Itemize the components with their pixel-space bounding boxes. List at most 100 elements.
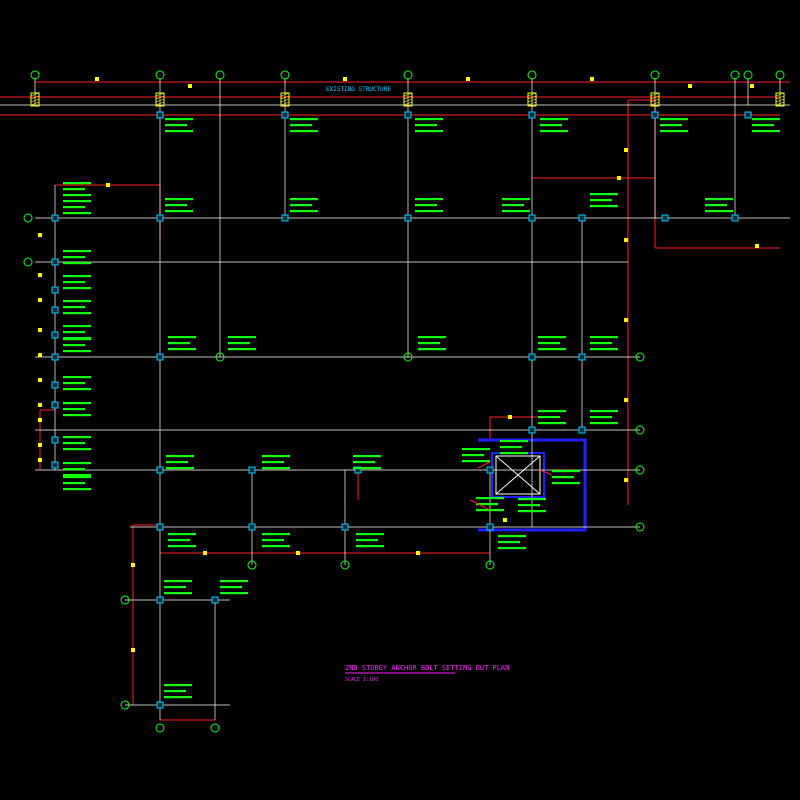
column-marker (51, 401, 59, 409)
dimension-tick (38, 458, 42, 462)
grid-bubble (635, 352, 645, 362)
annotation-line (660, 124, 682, 127)
annotation-line (166, 467, 194, 470)
existing-column (30, 92, 40, 107)
dimension-tick (38, 273, 42, 277)
column-hatch (30, 92, 40, 97)
annotation-line (164, 696, 192, 699)
drawing-scale: SCALE 1:100 (345, 677, 378, 683)
annotation-line (705, 204, 727, 207)
annotation-line (63, 200, 91, 203)
annotation-line (538, 348, 566, 351)
column-hatch (280, 101, 290, 106)
column-marker (51, 331, 59, 339)
annotation-line (418, 336, 446, 339)
existing-column (155, 92, 165, 107)
annotation-line (290, 210, 318, 213)
grid-bubble (485, 560, 495, 570)
dimension-tick (38, 418, 42, 422)
column-hatch (280, 98, 290, 103)
annotation-line (63, 325, 91, 328)
annotation-line (476, 509, 504, 512)
column-marker (51, 306, 59, 314)
column-marker (51, 214, 59, 222)
annotation-line (590, 422, 618, 425)
column-marker (51, 381, 59, 389)
annotation-line (63, 212, 91, 215)
annotation-line (590, 205, 618, 208)
column-marker (156, 214, 164, 222)
annotation-line (262, 539, 284, 542)
column-marker (51, 353, 59, 361)
annotation-line (63, 344, 85, 347)
dimension-tick (38, 298, 42, 302)
column-marker (156, 353, 164, 361)
grid-bubble (23, 257, 33, 267)
annotation-line (290, 198, 318, 201)
annotation-line (476, 497, 504, 500)
annotation-line (262, 461, 284, 464)
grid-bubble (743, 70, 753, 80)
annotation-line (518, 504, 540, 507)
annotation-line (500, 452, 528, 455)
dimension-tick (38, 233, 42, 237)
annotation-line (220, 592, 248, 595)
annotation-line (63, 194, 91, 197)
column-marker (156, 466, 164, 474)
column-marker (528, 214, 536, 222)
column-marker (661, 214, 669, 222)
dimension-tick (466, 77, 470, 81)
annotation-line (590, 199, 612, 202)
annotation-line (63, 388, 91, 391)
annotation-line (166, 461, 188, 464)
existing-structure-label: EXISTING STRUCTURE (326, 86, 391, 93)
column-marker (578, 426, 586, 434)
annotation-line (63, 331, 85, 334)
annotation-line (63, 468, 85, 471)
annotation-line (63, 402, 91, 405)
annotation-line (164, 586, 186, 589)
column-marker (578, 353, 586, 361)
annotation-line (63, 281, 85, 284)
annotation-line (356, 545, 384, 548)
annotation-line (356, 533, 384, 536)
annotation-line (502, 198, 530, 201)
grid-bubble (155, 723, 165, 733)
annotation-line (228, 342, 250, 345)
column-marker (404, 214, 412, 222)
annotation-line (165, 204, 187, 207)
annotation-line (63, 262, 91, 265)
annotation-line (166, 455, 194, 458)
column-marker (248, 466, 256, 474)
column-marker (156, 596, 164, 604)
column-hatch (527, 101, 537, 106)
column-hatch (403, 95, 413, 100)
grid-bubble (210, 723, 220, 733)
annotation-line (462, 454, 484, 457)
column-hatch (403, 101, 413, 106)
leader-line (539, 469, 553, 476)
existing-column (650, 92, 660, 107)
grid-bubble (155, 70, 165, 80)
annotation-line (63, 188, 85, 191)
column-hatch (775, 101, 785, 106)
annotation-line (752, 130, 780, 133)
dimension-tick (38, 403, 42, 407)
grid-bubble (280, 70, 290, 80)
annotation-line (63, 300, 91, 303)
column-marker (744, 111, 752, 119)
dimension-tick (343, 77, 347, 81)
annotation-line (552, 470, 580, 473)
dimension-tick (131, 648, 135, 652)
annotation-line (165, 198, 193, 201)
column-marker (281, 214, 289, 222)
annotation-line (168, 545, 196, 548)
annotation-line (415, 204, 437, 207)
annotation-line (538, 410, 566, 413)
column-hatch (155, 95, 165, 100)
annotation-line (262, 533, 290, 536)
annotation-line (538, 336, 566, 339)
grid-bubble (403, 70, 413, 80)
existing-column (403, 92, 413, 107)
